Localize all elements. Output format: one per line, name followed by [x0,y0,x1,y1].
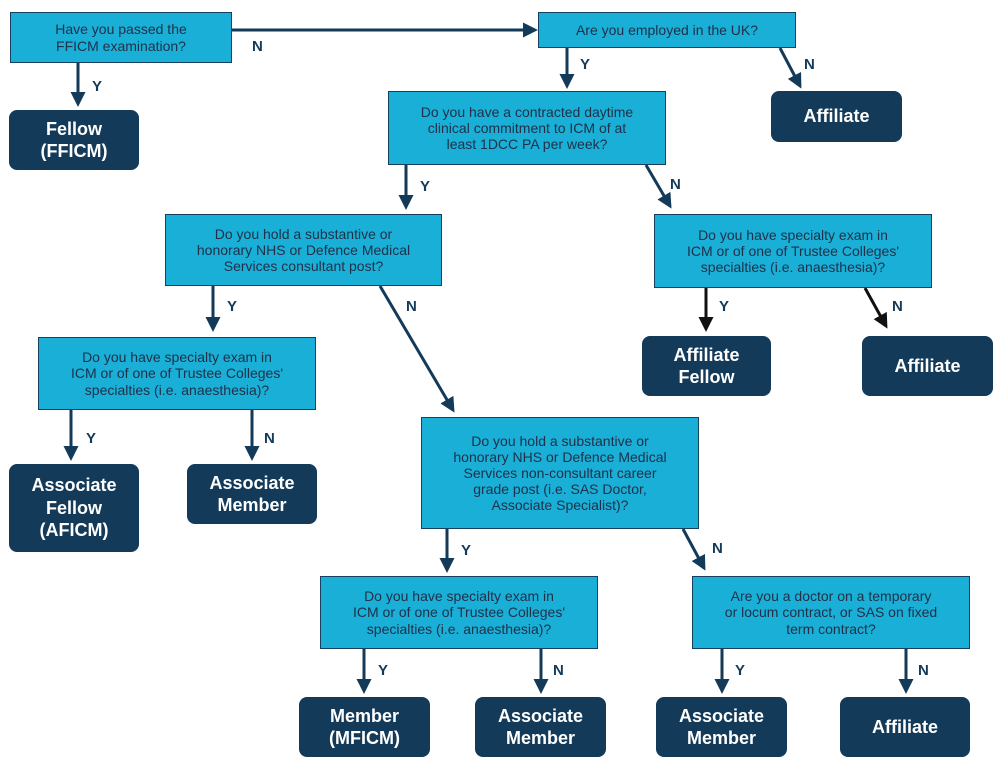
result-associate-member-right: Associate Member [656,697,787,757]
question-specialty-exam-bottom: Do you have specialty exam in ICM or of … [320,576,598,649]
result-affiliate-mid: Affiliate [862,336,993,396]
label-q7-yes: Y [461,542,472,559]
label-q2-yes: Y [580,56,591,73]
arrow-q2-no [778,47,802,89]
label-q7-no: N [712,540,723,557]
label-q6-no: N [892,298,903,315]
label-q8-no: N [553,662,564,679]
question-specialty-exam-right: Do you have specialty exam in ICM or of … [654,214,932,288]
label-q4-no: N [406,298,417,315]
result-affiliate-fellow: Affiliate Fellow [642,336,771,396]
arrow-q7-no [681,528,706,571]
arrow-q4-no [378,285,455,413]
label-q6-yes: Y [719,298,730,315]
arrow-q6-no [863,287,888,329]
question-consultant-post: Do you hold a substantive or honorary NH… [165,214,442,286]
result-associate-member-mid: Associate Member [475,697,606,757]
label-q1-no: N [252,38,263,55]
label-q3-no: N [670,176,681,193]
result-affiliate-top: Affiliate [771,91,902,142]
label-q4-yes: Y [227,298,238,315]
result-fellow-fficm: Fellow (FFICM) [9,110,139,170]
label-q8-yes: Y [378,662,389,679]
label-q5-no: N [264,430,275,447]
question-temporary-contract: Are you a doctor on a temporary or locum… [692,576,970,649]
label-q1-yes: Y [92,78,103,95]
question-fficm-exam: Have you passed the FFICM examination? [10,12,232,63]
label-q9-no: N [918,662,929,679]
question-daytime-commitment: Do you have a contracted daytime clinica… [388,91,666,165]
arrow-q3-no [644,164,672,209]
question-non-consultant-post: Do you hold a substantive or honorary NH… [421,417,699,529]
label-q2-no: N [804,56,815,73]
question-specialty-exam-left: Do you have specialty exam in ICM or of … [38,337,316,410]
result-associate-member-left: Associate Member [187,464,317,524]
label-q3-yes: Y [420,178,431,195]
label-q9-yes: Y [735,662,746,679]
question-employed-uk: Are you employed in the UK? [538,12,796,48]
result-affiliate-bottom: Affiliate [840,697,970,757]
result-member-mficm: Member (MFICM) [299,697,430,757]
result-associate-fellow-aficm: Associate Fellow (AFICM) [9,464,139,552]
label-q5-yes: Y [86,430,97,447]
